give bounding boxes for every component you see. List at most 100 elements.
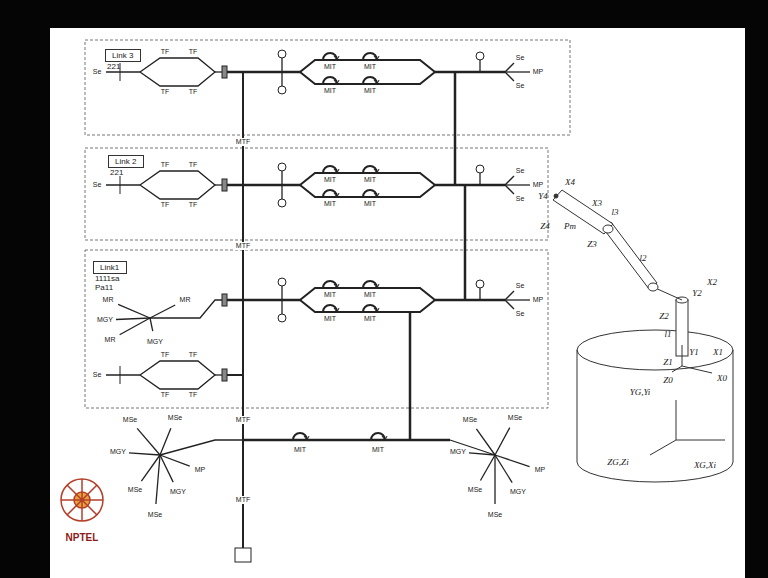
- axis-label: X0: [716, 373, 728, 383]
- bond-element: MGY: [109, 448, 127, 456]
- link-note: 1111sa: [93, 274, 127, 283]
- axis-label: Z2: [658, 311, 670, 321]
- bond-line: [281, 286, 282, 300]
- bond-element: MR: [179, 296, 192, 304]
- drawing-part: [650, 400, 725, 455]
- bond-element: MIT: [363, 315, 377, 323]
- source-circle: [278, 314, 286, 322]
- bond-element: MIT: [323, 315, 337, 323]
- bond-element: TF: [188, 391, 199, 399]
- bond-element: MSe: [127, 486, 143, 494]
- bond-line: [150, 305, 175, 318]
- bond-element: TF: [188, 48, 199, 56]
- bond-line: [505, 291, 514, 300]
- bond-element: MIT: [363, 87, 377, 95]
- bond-line: [382, 436, 387, 440]
- bond-line: [227, 374, 243, 376]
- bond-element: TF: [188, 88, 199, 96]
- source-circle: [278, 163, 286, 171]
- bond-line: [476, 429, 495, 455]
- link-box: Link11111saPa11: [93, 256, 127, 292]
- drawing-part: [85, 148, 548, 240]
- bond-line: [106, 374, 140, 375]
- bond-element: MSe: [462, 416, 478, 424]
- bond-line: [150, 318, 153, 331]
- bond-line: [374, 193, 379, 197]
- bond-element: MIT: [363, 176, 377, 184]
- drawing-part: [85, 40, 570, 135]
- link-name: Link 3: [105, 49, 141, 62]
- axis-label: Z0: [662, 375, 674, 385]
- bond-line: [334, 80, 339, 84]
- bond-element: MIT: [323, 63, 337, 71]
- bond-element: TF: [160, 391, 171, 399]
- axis-label: Y4: [537, 191, 549, 201]
- drawing-part: [61, 479, 103, 521]
- drawing-part: [577, 330, 733, 370]
- bond-element: TF: [160, 88, 171, 96]
- bond-element: Se: [515, 54, 526, 62]
- bond-line: [120, 318, 150, 335]
- bond-line: [118, 304, 150, 318]
- drawing-part: [106, 50, 530, 562]
- bond-element: MSe: [507, 414, 523, 422]
- bond-element: TF: [188, 161, 199, 169]
- bond-line: [242, 440, 244, 548]
- bond-line: [505, 72, 514, 81]
- bond-element: MTF: [235, 416, 251, 424]
- logo-text: NPTEL: [65, 532, 100, 543]
- axis-label: Z4: [539, 221, 551, 231]
- bond-element: TF: [188, 201, 199, 209]
- bond-element: TF: [160, 351, 171, 359]
- bond-element: MP: [532, 68, 545, 76]
- bond-element: MSe: [147, 511, 163, 519]
- bond-line: [300, 300, 435, 312]
- drawing-part: [648, 283, 658, 291]
- bond-line: [160, 455, 190, 466]
- bond-element: MIT: [323, 87, 337, 95]
- bond-element: MIT: [371, 446, 385, 454]
- bond-line: [374, 169, 379, 173]
- bond-line: [505, 176, 514, 185]
- port-block: [222, 294, 227, 306]
- bond-line: [227, 71, 300, 74]
- bond-line: [140, 58, 215, 86]
- source-circle: [476, 280, 484, 288]
- bond-line: [480, 455, 495, 480]
- bond-line: [227, 299, 300, 302]
- bond-line: [334, 56, 339, 60]
- bond-element: MR: [104, 336, 117, 344]
- link-note: Pa11: [93, 283, 127, 292]
- bond-line: [495, 455, 512, 483]
- bond-line: [141, 455, 160, 481]
- bond-line: [281, 300, 282, 314]
- bond-element: MIT: [323, 291, 337, 299]
- source-circle: [476, 165, 484, 173]
- bond-element: MIT: [363, 63, 377, 71]
- port-block: [222, 179, 227, 191]
- bond-line: [334, 193, 339, 197]
- bond-line: [334, 169, 339, 173]
- bond-line: [129, 453, 160, 455]
- drawing-part: [603, 225, 613, 233]
- drawing-part: [554, 194, 558, 198]
- link-name: Link1: [93, 261, 127, 274]
- bond-line: [334, 284, 339, 288]
- bond-line: [464, 185, 467, 300]
- bond-line: [160, 440, 243, 455]
- bond-line: [505, 63, 514, 72]
- bond-line: [156, 455, 160, 504]
- bond-line: [409, 312, 412, 440]
- bond-element: MIT: [323, 200, 337, 208]
- source-circle: [278, 278, 286, 286]
- axis-label: Y1: [688, 347, 700, 357]
- axis-label: Y2: [691, 288, 703, 298]
- drawing-part: [61, 479, 103, 521]
- drawing-part: [603, 222, 657, 289]
- source-circle: [278, 86, 286, 94]
- bond-line: [215, 71, 222, 72]
- bond-line: [374, 80, 379, 84]
- source-circle: [278, 199, 286, 207]
- bond-element: MGY: [96, 316, 114, 324]
